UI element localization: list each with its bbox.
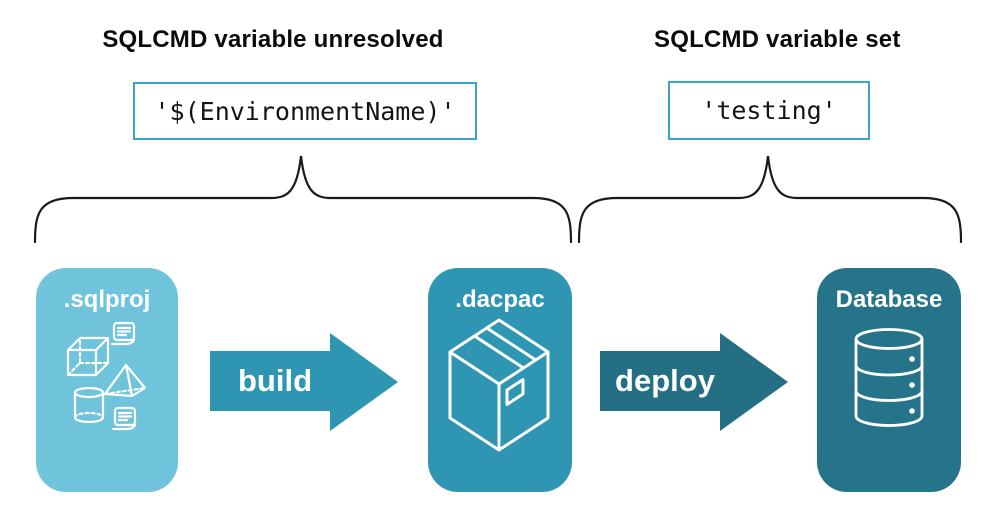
cube-icon	[66, 336, 110, 377]
code-text-unresolved: '$(EnvironmentName)'	[154, 96, 456, 126]
code-box-set: 'testing'	[668, 81, 870, 140]
sql-objects-icons	[66, 321, 147, 431]
node-database: Database	[817, 268, 961, 492]
node-sqlproj-label: .sqlproj	[63, 286, 151, 313]
curly-brace-left-icon	[33, 155, 573, 244]
node-dacpac: .dacpac	[428, 268, 572, 492]
deploy-arrow-label: deploy	[615, 363, 715, 398]
curly-brace-right-icon	[577, 155, 963, 244]
deploy-arrow	[600, 333, 788, 431]
database-cylinder-icon	[854, 328, 924, 427]
script-icon	[111, 406, 137, 431]
cylinder-icon	[73, 386, 105, 424]
package-box-icon	[448, 318, 550, 452]
pyramid-icon	[103, 363, 147, 398]
build-arrow-label: build	[237, 363, 313, 398]
node-dacpac-label: .dacpac	[455, 286, 545, 313]
node-database-label: Database	[835, 286, 943, 313]
build-arrow	[210, 333, 398, 431]
script-icon	[110, 321, 136, 346]
heading-unresolved: SQLCMD variable unresolved	[102, 26, 444, 53]
code-text-set: 'testing'	[701, 96, 837, 125]
code-box-unresolved: '$(EnvironmentName)'	[133, 82, 477, 140]
heading-set: SQLCMD variable set	[654, 26, 901, 53]
node-sqlproj: .sqlproj	[36, 268, 178, 492]
